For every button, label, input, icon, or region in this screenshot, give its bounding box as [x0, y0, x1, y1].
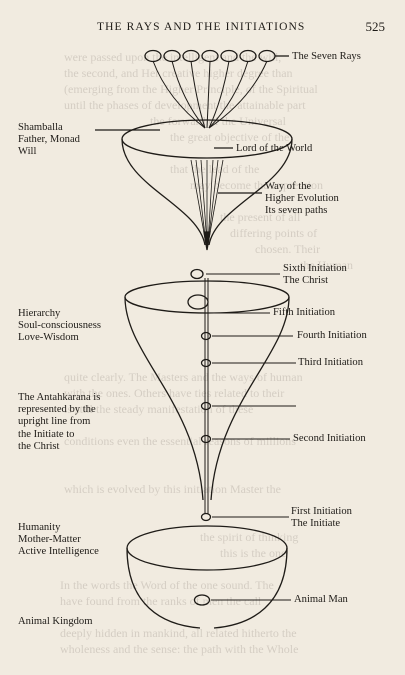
- seven-rays-ovals: [144, 49, 276, 63]
- label-animal-kingdom: Animal Kingdom: [18, 616, 93, 627]
- label-sixth-initiation: Sixth Initiation The Christ: [283, 263, 347, 287]
- label-humanity: Humanity Mother-Matter Active Intelligen…: [18, 522, 99, 558]
- seven-paths: [190, 159, 224, 245]
- label-second-initiation: Second Initiation: [293, 433, 366, 444]
- label-shamballa: Shamballa Father, Monad Will: [18, 122, 80, 158]
- page-header: THE RAYS AND THE INITIATIONS 525: [0, 18, 405, 40]
- ray-lines: [152, 60, 268, 129]
- humanity-funnel: [126, 525, 288, 629]
- label-way-of-higher-evolution: Way of the Higher Evolution Its seven pa…: [265, 181, 339, 217]
- label-fourth-initiation: Fourth Initiation: [297, 330, 367, 341]
- label-first-initiation: First Initiation The Initiate: [291, 506, 352, 530]
- label-third-initiation: Third Initiation: [298, 357, 364, 368]
- page-number: 525: [365, 19, 386, 34]
- shamballa-funnel: [121, 119, 293, 246]
- hierarchy-funnel: [124, 280, 290, 501]
- label-animal-man: Animal Man: [294, 594, 348, 605]
- label-fifth-initiation: Fifth Initiation: [273, 307, 336, 318]
- label-seven-rays: The Seven Rays: [292, 51, 361, 62]
- pointer-lines: [206, 273, 296, 601]
- antahkarana-line: [204, 278, 209, 514]
- label-antahkarana: The Antahkarana is represented by the up…: [18, 392, 101, 452]
- label-lord-of-world: Lord of the World: [236, 143, 313, 154]
- label-hierarchy: Hierarchy Soul-consciousness Love-Wisdom: [18, 308, 101, 344]
- running-head: THE RAYS AND THE INITIATIONS: [97, 21, 306, 33]
